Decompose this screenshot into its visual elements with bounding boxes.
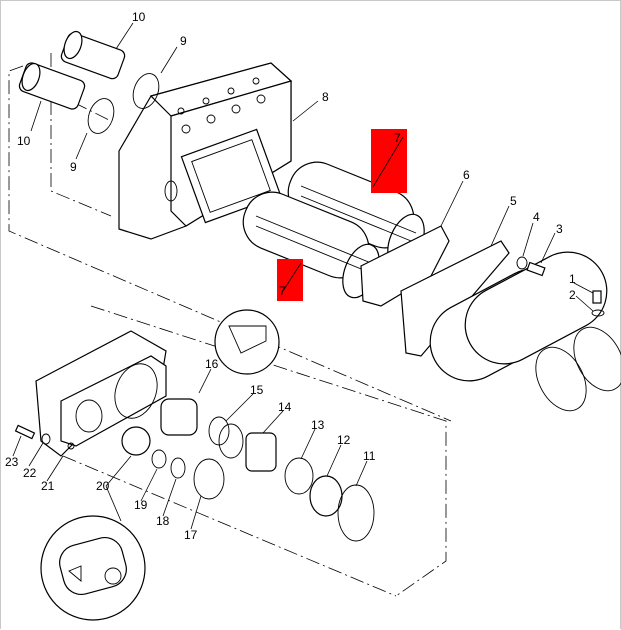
callout-1: 1	[569, 272, 576, 286]
callout-9-top: 9	[180, 34, 187, 48]
callout-17: 17	[184, 528, 198, 542]
callout-10-top: 10	[132, 10, 146, 24]
detail-circles	[40, 309, 280, 621]
callout-11: 11	[363, 449, 376, 463]
callout-8: 8	[322, 90, 329, 104]
callout-6: 6	[463, 168, 470, 182]
filter-bowl-assembly	[400, 240, 621, 412]
callout-9-left: 9	[70, 160, 77, 174]
connectors-and-orings	[18, 30, 160, 134]
callout-7-bottom: 7	[279, 284, 286, 298]
callout-12: 12	[337, 433, 351, 447]
callout-3: 3	[556, 222, 563, 236]
callout-14: 14	[278, 400, 292, 414]
bolts-and-washers	[516, 256, 605, 317]
callout-19: 19	[134, 498, 148, 512]
callout-16: 16	[205, 357, 219, 371]
callout-13: 13	[311, 418, 325, 432]
filter-head-housing	[118, 62, 293, 240]
callout-labels: 10 9 10 9 8 6 5 4 3 1 2 16 15 14 13 12 1…	[5, 10, 576, 542]
leader-lines	[12, 22, 594, 530]
callout-4: 4	[533, 210, 540, 224]
callout-10-left: 10	[17, 134, 31, 148]
callout-7-top: 7	[394, 131, 401, 145]
callout-15: 15	[250, 383, 264, 397]
callout-5: 5	[510, 194, 517, 208]
callout-18: 18	[156, 514, 170, 528]
callout-20: 20	[96, 479, 110, 493]
valve-small-parts	[14, 398, 375, 542]
callout-2: 2	[569, 288, 576, 302]
callout-21: 21	[41, 479, 55, 493]
callout-23: 23	[5, 455, 19, 469]
callout-22: 22	[23, 466, 37, 480]
valve-housing	[35, 330, 167, 457]
